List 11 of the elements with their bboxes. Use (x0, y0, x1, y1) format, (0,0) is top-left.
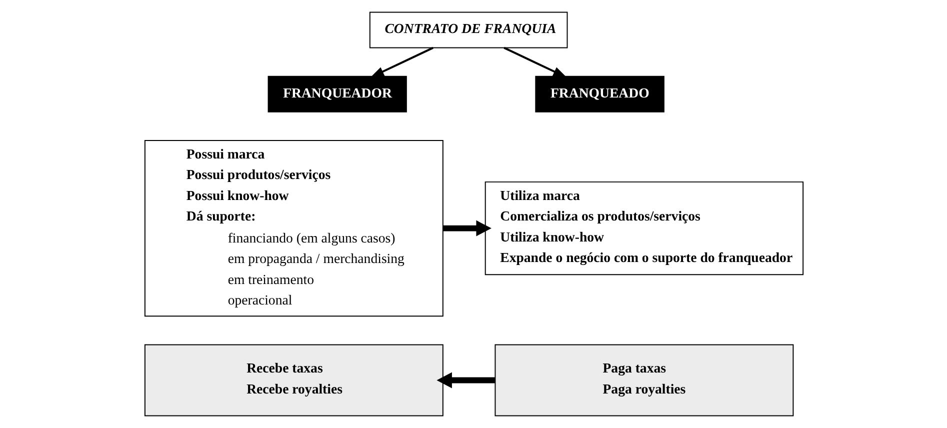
node-box: Utiliza marca Comercializa os produtos/serviços Utiliza know-how Expande o negócio com o suporte do franqueador (484, 181, 804, 276)
arrow (442, 220, 491, 236)
arrow (436, 372, 494, 388)
node-box: Recebe taxas Recebe royalties (144, 344, 443, 416)
arrow (370, 46, 433, 78)
arrow (503, 46, 566, 78)
node-box: FRANQUEADO (534, 76, 664, 112)
node-box: FRANQUEADOR (267, 76, 406, 112)
node-box: Paga taxas Paga royalties (494, 344, 794, 416)
node-box: Possui marca Possui produtos/serviços Possui know-how Dá suporte: financiando (em alguns casos) em propaganda / merchandising em treinamento operacional (144, 140, 443, 317)
node-box: CONTRATO DE FRANQUIA (368, 12, 568, 48)
